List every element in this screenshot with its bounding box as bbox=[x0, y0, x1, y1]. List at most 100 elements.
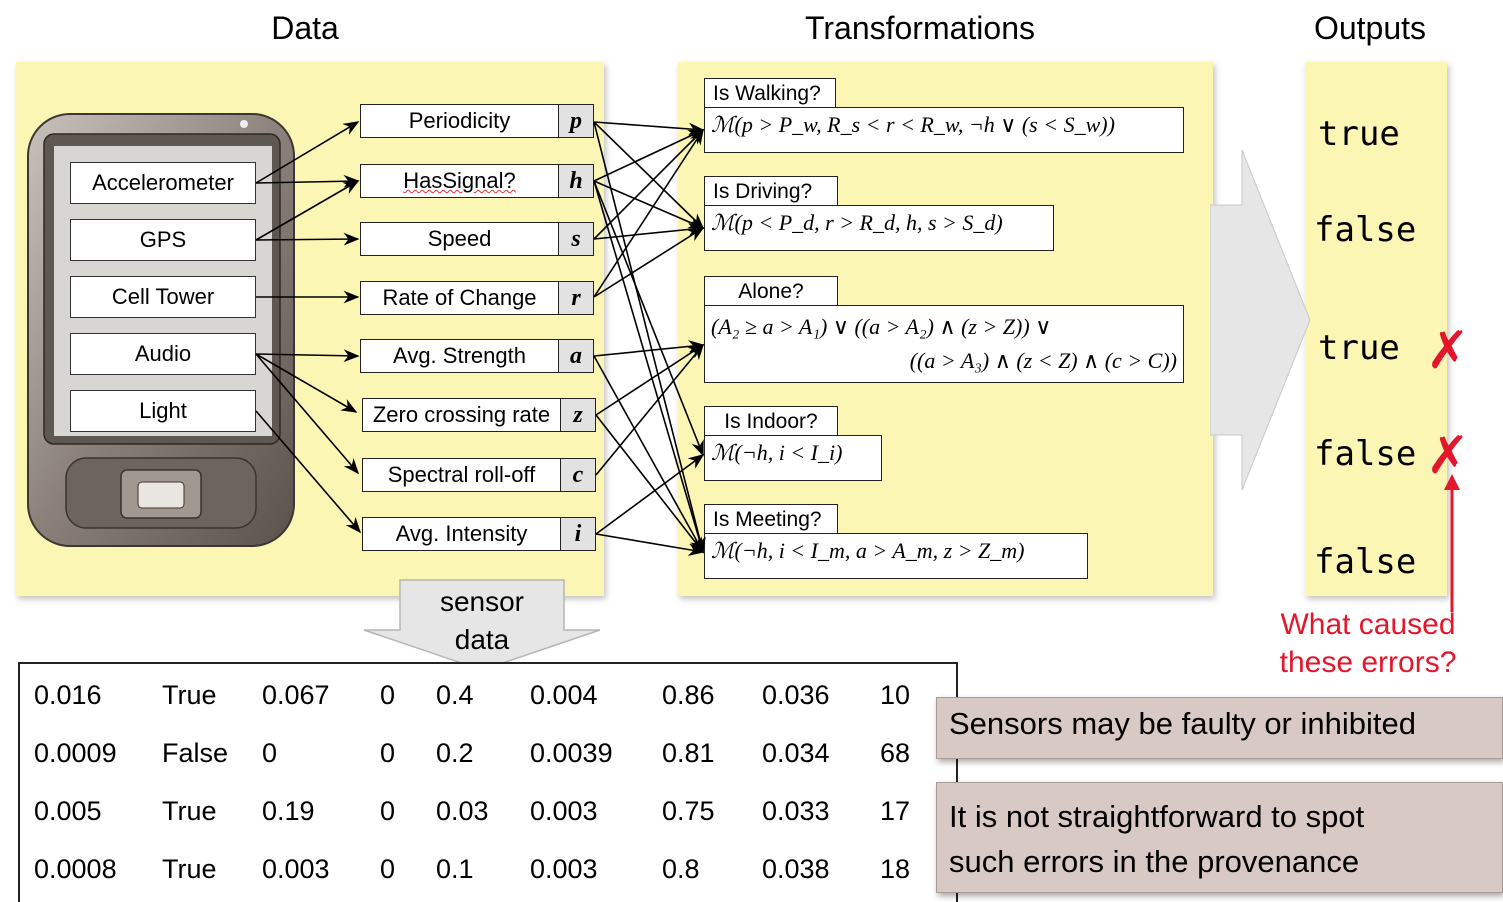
transform-label-indoor: Is Indoor? bbox=[704, 406, 838, 436]
error-x-icon: ✗ bbox=[1426, 321, 1470, 381]
formula-walking: ℳ(p > P_w, R_s < r < R_w, ¬h ∨ (s < S_w)… bbox=[704, 107, 1184, 153]
connection-arrow bbox=[595, 414, 704, 554]
table-cell: 0.0039 bbox=[530, 737, 613, 768]
table-cell: 0.033 bbox=[762, 795, 830, 826]
connection-arrow bbox=[593, 223, 705, 240]
table-cell: 17 bbox=[880, 795, 911, 826]
table-cell: False bbox=[162, 737, 229, 768]
transform-label-walking: Is Walking? bbox=[704, 78, 836, 108]
table-cell: 0 bbox=[380, 679, 396, 710]
table-cell: 0 bbox=[380, 795, 396, 826]
feature-label: Periodicity bbox=[408, 108, 511, 133]
connection-arrow bbox=[595, 533, 705, 556]
feature-label: HasSignal? bbox=[403, 168, 516, 193]
note-provenance-line2: such errors in the provenance bbox=[949, 843, 1360, 879]
feature-symbol: r bbox=[558, 282, 593, 314]
connection-arrow bbox=[255, 174, 360, 188]
table-cell: 0.81 bbox=[662, 737, 715, 768]
error-x-icon: ✗ bbox=[1426, 426, 1470, 486]
table-cell: 68 bbox=[880, 737, 911, 768]
table-cell: 0.19 bbox=[262, 795, 315, 826]
table-cell: 0.8 bbox=[662, 853, 700, 884]
transform-label-meeting: Is Meeting? bbox=[704, 504, 838, 534]
connection-arrow bbox=[595, 454, 705, 535]
note-faulty-sensors: Sensors may be faulty or inhibited bbox=[936, 697, 1503, 759]
feature-symbol: a bbox=[558, 340, 593, 372]
table-cell: 0.03 bbox=[436, 795, 489, 826]
feature-label: Zero crossing rate bbox=[372, 402, 551, 427]
connection-arrow bbox=[593, 121, 705, 136]
sensor-audio: Audio bbox=[70, 333, 256, 375]
table-cell: 0.003 bbox=[262, 853, 330, 884]
feature-label: Speed bbox=[427, 226, 492, 251]
table-cell: 0.003 bbox=[530, 795, 598, 826]
table-cell: 10 bbox=[880, 679, 911, 710]
formula-alone-line1: (A₂ ≥ a > A₁) ∨ ((a > A₂) ∧ (z > Z)) ∨ bbox=[711, 314, 1052, 339]
output-walking: true bbox=[1318, 114, 1400, 154]
table-cell: 0 bbox=[380, 737, 396, 768]
connection-arrow bbox=[593, 227, 705, 298]
output-indoor: false bbox=[1314, 434, 1417, 474]
outputs-panel bbox=[1305, 62, 1447, 596]
table-cell: 0.1 bbox=[436, 853, 474, 884]
sensor-gps: GPS bbox=[70, 219, 256, 261]
connection-arrow bbox=[255, 121, 360, 184]
question-line2: these errors? bbox=[1279, 645, 1457, 679]
feature-label: Avg. Intensity bbox=[395, 521, 528, 546]
transformations-header: Transformations bbox=[805, 10, 1035, 46]
output-alone: true bbox=[1318, 328, 1400, 368]
table-cell: 0.4 bbox=[436, 679, 474, 710]
output-driving: false bbox=[1314, 210, 1417, 250]
formula-alone-line2: ((a > A₃) ∧ (z < Z) ∧ (c > C)) bbox=[909, 348, 1177, 373]
feature-symbol: c bbox=[560, 459, 595, 491]
connection-arrow bbox=[593, 180, 706, 554]
table-cell: True bbox=[162, 795, 217, 826]
connection-arrow bbox=[593, 340, 705, 357]
feature-label: Avg. Strength bbox=[393, 343, 526, 368]
connection-arrow bbox=[255, 353, 358, 413]
formula-indoor: ℳ(¬h, i < I_i) bbox=[704, 435, 882, 481]
feature-hassignal: HasSignal? h bbox=[360, 164, 594, 198]
note-provenance-line1: It is not straightforward to spot bbox=[949, 799, 1365, 834]
connection-arrow bbox=[255, 353, 360, 475]
feature-avg-intensity: Avg. Intensity i bbox=[362, 517, 596, 551]
feature-symbol: p bbox=[558, 105, 593, 137]
feature-avg-strength: Avg. Strength a bbox=[360, 339, 594, 373]
question-line1: What caused bbox=[1280, 608, 1456, 641]
connection-arrow bbox=[593, 128, 705, 240]
feature-symbol: h bbox=[558, 165, 593, 197]
connection-arrow bbox=[593, 121, 705, 230]
table-cell: 0 bbox=[262, 737, 278, 768]
table-cell: 0.003 bbox=[530, 853, 598, 884]
table-cell: 0.86 bbox=[662, 679, 715, 710]
feature-label: Spectral roll-off bbox=[387, 462, 536, 487]
connection-arrow bbox=[255, 180, 360, 241]
connection-arrow bbox=[595, 343, 705, 476]
table-cell: 0 bbox=[380, 853, 396, 884]
table-cell: 0.034 bbox=[762, 737, 830, 768]
table-cell: True bbox=[162, 853, 217, 884]
sensor-data-label: sensor data bbox=[402, 583, 562, 659]
table-cell: 0.005 bbox=[34, 795, 102, 826]
formula-alone: (A₂ ≥ a > A₁) ∨ ((a > A₂) ∧ (z > Z)) ∨ (… bbox=[704, 305, 1184, 383]
formula-driving: ℳ(p < P_d, r > R_d, h, s > S_d) bbox=[704, 205, 1054, 251]
connection-arrow bbox=[593, 180, 704, 457]
sensor-cell-tower: Cell Tower bbox=[70, 276, 256, 318]
feature-periodicity: Periodicity p bbox=[360, 104, 594, 138]
connection-arrow bbox=[595, 344, 705, 416]
sensor-data-arrow-icon bbox=[363, 579, 601, 671]
connection-arrow bbox=[255, 232, 360, 246]
output-meeting: false bbox=[1314, 542, 1417, 582]
sensor-accelerometer: Accelerometer bbox=[70, 162, 256, 204]
data-header: Data bbox=[271, 10, 339, 46]
feature-symbol: i bbox=[560, 518, 595, 550]
table-cell: 18 bbox=[880, 853, 911, 884]
table-cell: 0.004 bbox=[530, 679, 598, 710]
